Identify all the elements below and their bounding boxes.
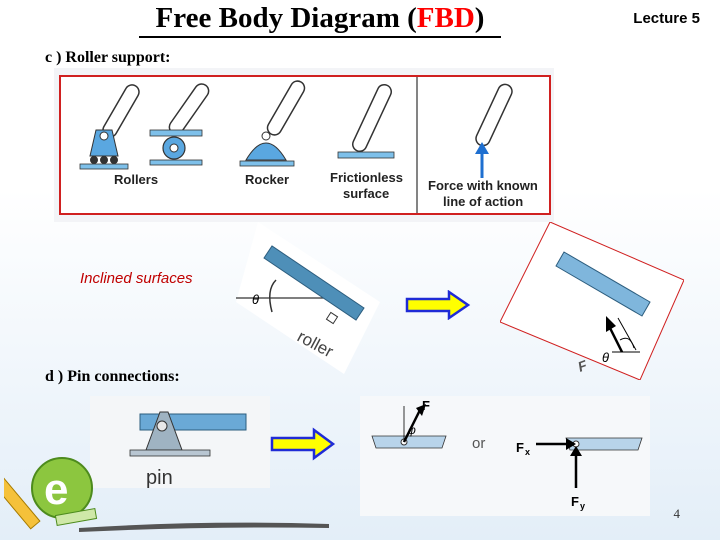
theta-arc — [269, 279, 277, 313]
inclined-member — [263, 245, 365, 321]
pin-label: pin — [146, 467, 173, 488]
roller-support-figure: Rollers Rocker Frictionless surface Forc… — [54, 68, 554, 222]
theta-label-left: θ — [252, 292, 259, 307]
page-number: 4 — [673, 506, 681, 521]
brush-stroke — [79, 522, 329, 532]
theta-label-right: θ — [602, 350, 609, 365]
inclined-surfaces-label: Inclined surfaces — [80, 270, 193, 287]
Fy-subscript: y — [580, 501, 585, 511]
fbd-card — [500, 222, 684, 380]
pin-illustration: pin — [90, 396, 270, 488]
pin-F-label: F — [422, 398, 430, 413]
force-F-label: F — [576, 357, 590, 375]
section-c-heading: c ) Roller support: — [45, 49, 171, 66]
normal-force-arrow — [608, 327, 624, 353]
pin-fbd-figure: F φ or F x F y — [360, 396, 650, 516]
decorative-clipart: e — [4, 457, 329, 532]
arrow-to-fbd-2 — [270, 427, 336, 461]
inclined-roller-figure: θ roller — [236, 222, 380, 374]
Fy-label: F — [571, 494, 579, 509]
pencil-icon — [4, 474, 41, 530]
inclined-fbd-figure: θ F — [500, 222, 684, 380]
title-underline — [139, 36, 501, 38]
arrow-to-fbd-1 — [405, 290, 471, 320]
title-highlight: FBD — [416, 2, 475, 34]
roller-figure-frame — [59, 75, 551, 215]
frictionless-illustration — [337, 83, 395, 159]
rollers-illustration — [79, 84, 140, 170]
slide-title: Free Body Diagram (FBD) — [0, 2, 640, 35]
frictionless-caption-line2: surface — [343, 186, 389, 201]
ruler-icon — [54, 508, 98, 526]
section-d-heading: d ) Pin connections: — [45, 368, 180, 385]
Fx-label: F — [516, 440, 524, 455]
phi-label: φ — [408, 423, 416, 437]
Fx-subscript: x — [525, 447, 530, 457]
lecture-label: Lecture 5 — [633, 10, 700, 27]
pin-fbd-member-left — [371, 435, 447, 449]
force-caption-line2: line of action — [443, 194, 523, 209]
rollers-caption: Rollers — [114, 172, 158, 187]
resultant-force-arrow — [402, 409, 422, 443]
title-prefix: Free Body Diagram ( — [155, 2, 417, 34]
rocker-illustration — [239, 80, 306, 167]
fbd-member — [555, 251, 651, 317]
e-logo-letter: e — [44, 465, 68, 514]
rocker-caption: Rocker — [245, 172, 289, 187]
roller-wheel-illustration — [149, 83, 210, 166]
or-label: or — [472, 435, 485, 452]
frictionless-caption-line1: Frictionless — [330, 170, 403, 185]
force-illustration — [475, 83, 513, 178]
roller-block — [325, 311, 339, 325]
force-caption-line1: Force with known — [428, 178, 538, 193]
title-suffix: ) — [474, 2, 485, 34]
